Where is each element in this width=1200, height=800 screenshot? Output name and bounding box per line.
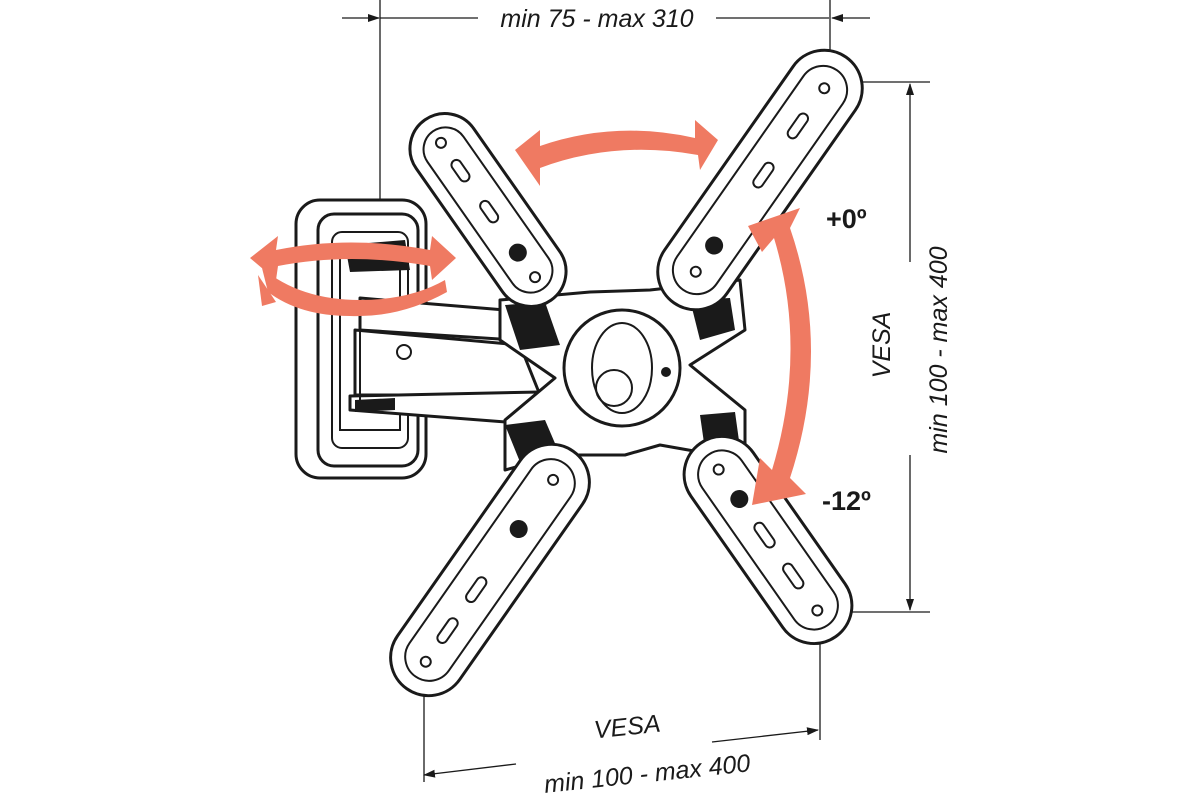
vesa-vertical-dimension: VESA min 100 - max 400 — [848, 81, 953, 613]
bracket-arm-top-left — [408, 112, 568, 308]
vesa-horizontal-dimension: VESA min 100 - max 400 — [423, 632, 821, 799]
tilt-up-label: +0º — [826, 204, 867, 234]
bracket-arm-top-right — [656, 48, 864, 312]
swing-arm — [348, 296, 547, 427]
rotation-arrow-icon — [515, 120, 718, 186]
bracket-arm-bottom-left — [389, 442, 591, 698]
swivel-arrow-icon — [250, 236, 456, 317]
vesa-horizontal-label: VESA — [593, 710, 662, 745]
tilt-down-label: -12º — [822, 486, 871, 516]
bracket-arm-bottom-right — [682, 434, 854, 646]
wall-distance-label: min 75 - max 310 — [500, 5, 693, 33]
vesa-vertical-label: VESA — [868, 312, 896, 379]
vesa-horizontal-range: min 100 - max 400 — [543, 749, 752, 798]
vesa-vertical-range: min 100 - max 400 — [925, 246, 953, 453]
wall-distance-dimension: min 75 - max 310 — [342, 0, 870, 200]
tilt-arrow-icon — [748, 208, 811, 505]
